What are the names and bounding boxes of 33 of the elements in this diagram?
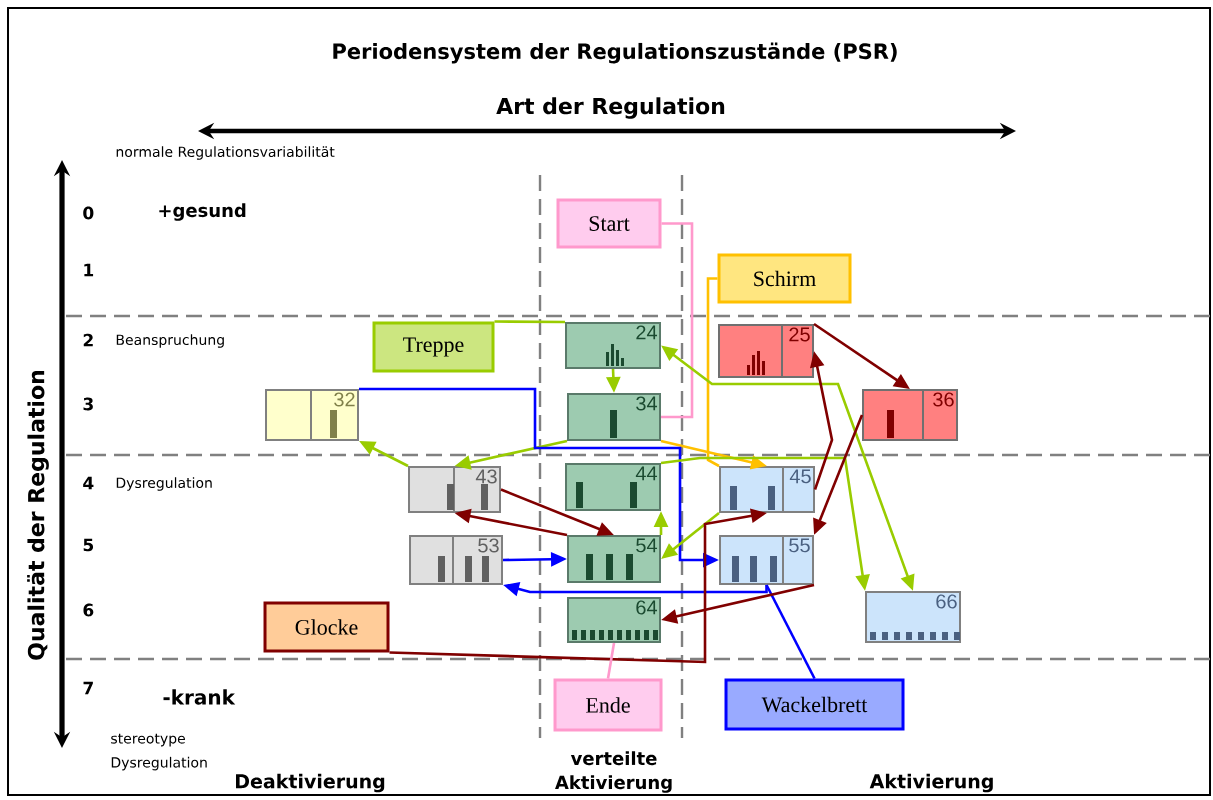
label: Aktivierung: [869, 773, 993, 793]
label: +gesund: [159, 203, 246, 221]
label: 7: [83, 681, 93, 695]
label: 6: [83, 603, 94, 617]
label-box: Schirm: [717, 253, 852, 304]
label: 3: [83, 397, 93, 411]
state-cell: 34: [567, 393, 661, 441]
label-box: Ende: [553, 678, 663, 732]
label: 1: [84, 263, 94, 277]
label: Qualität der Regulation: [27, 371, 49, 660]
label-box: Wackelbrett: [724, 678, 905, 731]
label: 0: [83, 206, 94, 220]
state-cell: 25: [718, 324, 814, 378]
state-cell: 32: [265, 389, 359, 441]
state-cell: 44: [565, 463, 661, 511]
state-cell: 36: [862, 389, 958, 441]
label: verteilte Aktivierung: [555, 751, 672, 793]
label-box: Glocke: [263, 601, 390, 653]
label: stereotype Dysregulation: [111, 733, 207, 771]
label: Art der Regulation: [496, 97, 725, 119]
label: Deaktivierung: [236, 773, 385, 793]
state-cell: 24: [565, 322, 661, 369]
label: -krank: [163, 689, 236, 705]
label: 4: [83, 476, 94, 490]
label: Beanspruchung: [116, 334, 224, 348]
label: 5: [83, 538, 94, 552]
label-box: Start: [556, 198, 662, 249]
label: 2: [83, 333, 93, 347]
state-cell: 66: [865, 591, 961, 643]
label: normale Regulationsvariabilität: [116, 146, 335, 160]
title: Periodensystem der Regulationszustände (PSR): [333, 42, 897, 64]
label: Dysregulation: [116, 477, 212, 491]
label-box: Treppe: [372, 321, 495, 373]
